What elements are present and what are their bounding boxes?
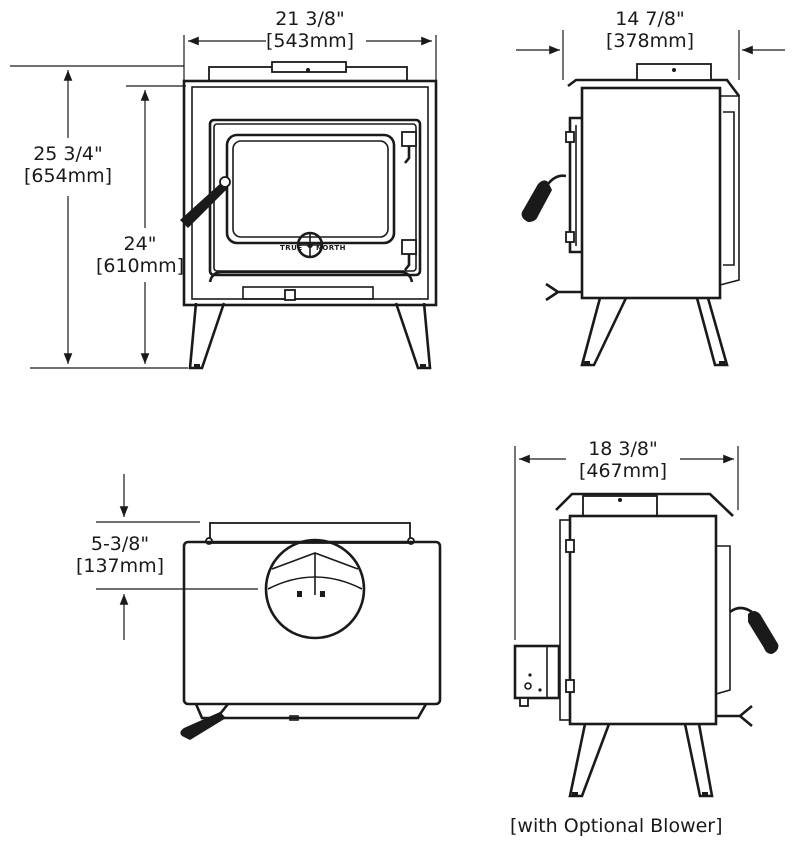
front-width-label: 21 3/8" [543mm] (250, 8, 370, 52)
blower-depth-metric: [467mm] (578, 460, 668, 482)
overall-height-imperial: 25 3/4" (33, 143, 103, 165)
top-dimension-lines (96, 474, 258, 640)
front-width-metric: [543mm] (265, 30, 355, 52)
top-view (180, 522, 442, 740)
front-view (180, 61, 438, 370)
blower-view (513, 492, 779, 798)
blower-caption: [with Optional Blower] (510, 815, 723, 837)
side-depth-label: 14 7/8" [378mm] (590, 8, 710, 52)
front-dimension-lines (10, 35, 437, 369)
side-dimension-lines (516, 30, 785, 80)
body-height-label: 24" [610mm] (80, 233, 200, 277)
body-height-imperial: 24" (123, 233, 157, 255)
flue-offset-metric: [137mm] (75, 555, 165, 577)
blower-depth-label: 18 3/8" [467mm] (563, 438, 683, 482)
overall-height-label: 25 3/4" [654mm] (8, 143, 128, 187)
side-view (521, 63, 741, 367)
front-width-imperial: 21 3/8" (275, 8, 345, 30)
door-badge-right: NORTH (316, 244, 347, 252)
blower-depth-imperial: 18 3/8" (588, 438, 658, 460)
flue-offset-label: 5-3/8" [137mm] (60, 533, 180, 577)
flue-offset-imperial: 5-3/8" (90, 533, 150, 555)
side-depth-metric: [378mm] (605, 30, 695, 52)
blower-dimension-lines (514, 446, 739, 640)
overall-height-metric: [654mm] (23, 165, 113, 187)
body-height-metric: [610mm] (95, 255, 185, 277)
side-depth-imperial: 14 7/8" (615, 8, 685, 30)
door-badge-left: TRUE (280, 244, 303, 252)
